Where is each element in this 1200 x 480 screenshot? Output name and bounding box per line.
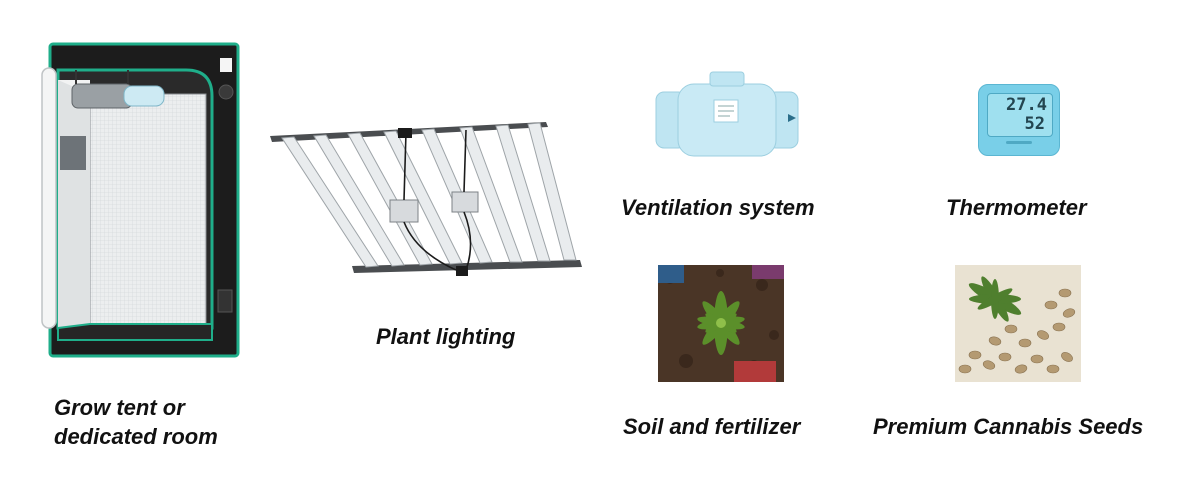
caption-plant-lighting: Plant lighting bbox=[376, 324, 516, 349]
digital-thermometer-icon: 27.4 52 bbox=[978, 84, 1060, 156]
inline-duct-fan-icon bbox=[655, 71, 799, 157]
led-grow-light-icon bbox=[270, 122, 582, 276]
caption-thermometer: Thermometer bbox=[946, 195, 1087, 220]
thermometer-screen: 27.4 52 bbox=[987, 93, 1053, 137]
thermometer-temperature: 27.4 bbox=[1006, 95, 1047, 115]
caption-soil: Soil and fertilizer bbox=[623, 414, 801, 439]
grow-tent-icon bbox=[41, 42, 240, 358]
cannabis-plant-in-soil-icon bbox=[658, 265, 784, 382]
caption-seeds: Premium Cannabis Seeds bbox=[873, 414, 1144, 439]
cannabis-seeds-icon bbox=[955, 265, 1081, 382]
caption-ventilation: Ventilation system bbox=[621, 195, 815, 220]
thermometer-humidity: 52 bbox=[1024, 114, 1045, 134]
